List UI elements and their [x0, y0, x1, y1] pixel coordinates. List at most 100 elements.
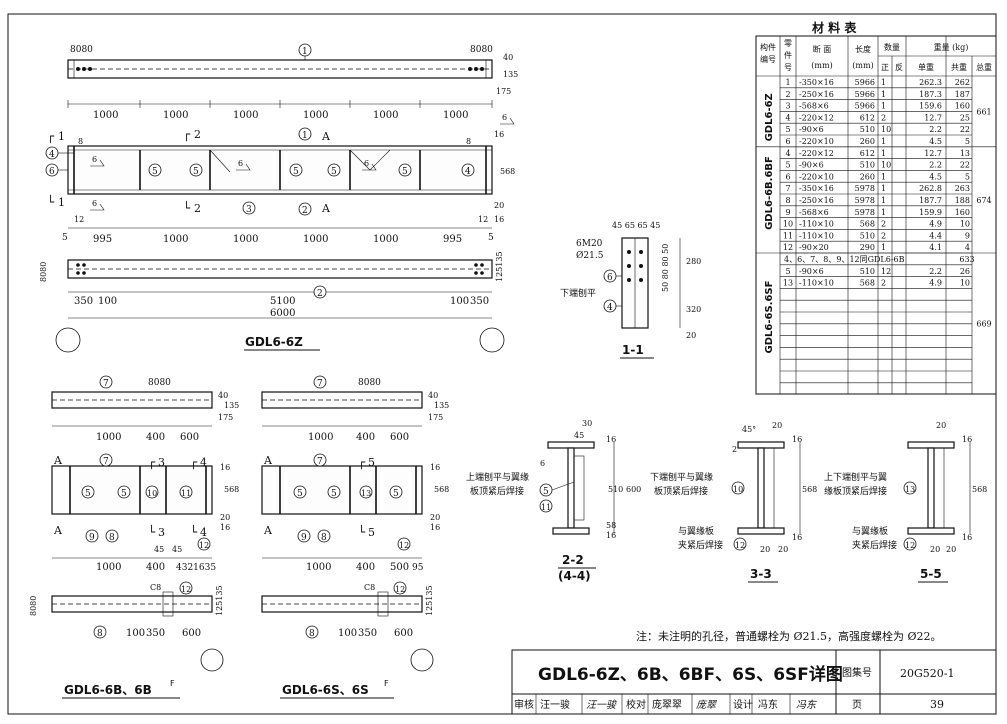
- dim-6000: 6000: [270, 308, 295, 319]
- dim-1000-c: 1000: [233, 110, 258, 121]
- svg-text:11: 11: [181, 489, 191, 498]
- cell-part-no: 9: [785, 208, 790, 217]
- cell-total-weight: 160: [955, 208, 970, 217]
- header-qty: 数量: [884, 42, 900, 52]
- svg-text:20: 20: [686, 331, 696, 340]
- dim-1000-f: 1000: [443, 110, 468, 121]
- svg-text:175: 175: [218, 413, 233, 422]
- header-part-no: 号: [784, 63, 792, 72]
- header-part-no: 件: [784, 50, 792, 60]
- svg-text:5: 5: [121, 489, 127, 499]
- header-unit-weight: 单重: [918, 62, 934, 72]
- svg-text:5: 5: [152, 167, 158, 177]
- cell-qty-pos: 1: [881, 137, 886, 146]
- svg-text:1000: 1000: [308, 432, 333, 443]
- svg-text:夹紧后焊接: 夹紧后焊接: [678, 539, 723, 551]
- svg-text:冯东: 冯东: [796, 699, 817, 711]
- cell-total-weight: 262: [955, 78, 970, 87]
- main-view-title: GDL6-6Z: [245, 335, 303, 349]
- svg-text:30: 30: [582, 419, 592, 428]
- svg-text:20: 20: [430, 513, 440, 522]
- header-qty-neg: 反: [895, 62, 903, 72]
- svg-text:16: 16: [494, 130, 504, 139]
- cell-length: 5978: [855, 208, 875, 217]
- drawing-title: GDL6-6Z、6B、6BF、6S、6SF详图: [538, 664, 843, 685]
- atlas-number: 20G520-1: [900, 667, 955, 680]
- svg-text:2: 2: [732, 445, 737, 454]
- section-1-1: 45 65 65 45 6M20 Ø21.5 6 下端刨平 4 280 50 8…: [560, 221, 701, 359]
- svg-text:16: 16: [606, 531, 616, 540]
- svg-text:12: 12: [395, 585, 405, 594]
- svg-text:45 65 65 45: 45 65 65 45: [612, 221, 660, 230]
- cell-unit-weight: 4.1: [929, 243, 942, 252]
- dim-8080-right: 8080: [470, 45, 493, 55]
- svg-text:6: 6: [540, 459, 545, 468]
- dim-1000-d: 1000: [303, 110, 328, 121]
- svg-text:板顶紧后焊接: 板顶紧后焊接: [470, 485, 524, 497]
- svg-text:9: 9: [89, 533, 95, 543]
- view-6s-title: GDL6-6S、6S: [282, 683, 369, 697]
- cell-length: 510: [860, 161, 875, 170]
- member-grand-weight: 669: [976, 320, 991, 329]
- svg-text:5: 5: [368, 526, 375, 539]
- svg-text:8: 8: [78, 137, 83, 146]
- hole-diameter-note: 注：未注明的孔径，普通螺栓为 Ø21.5，高强度螺栓为 Ø22。: [636, 629, 942, 643]
- svg-text:审核: 审核: [514, 698, 534, 711]
- cell-total-weight: 9: [965, 231, 970, 240]
- svg-text:8080: 8080: [358, 378, 381, 388]
- svg-text:5: 5: [62, 233, 68, 243]
- svg-text:1: 1: [58, 196, 65, 209]
- member-number: GDL6-6Z: [764, 93, 775, 141]
- svg-text:45: 45: [574, 431, 584, 440]
- svg-text:600: 600: [626, 485, 641, 494]
- cell-part-no: 5: [785, 161, 790, 170]
- svg-text:页: 页: [852, 699, 862, 711]
- svg-text:350: 350: [74, 296, 93, 307]
- svg-text:350: 350: [146, 628, 165, 639]
- cell-unit-weight: 4.9: [929, 220, 942, 229]
- svg-text:175: 175: [428, 413, 443, 422]
- svg-text:缘板顶紧后焊接: 缘板顶紧后焊接: [824, 485, 887, 497]
- weld-symbols: [90, 117, 515, 211]
- cell-section: -220×12: [799, 113, 834, 122]
- svg-text:1: 1: [302, 131, 308, 141]
- dim-1000-e: 1000: [373, 110, 398, 121]
- svg-text:100: 100: [126, 628, 145, 639]
- table-title: 材 料 表: [811, 20, 857, 35]
- svg-text:568: 568: [802, 485, 817, 494]
- dim-1000-b: 1000: [163, 110, 188, 121]
- cell-total-weight: 22: [960, 161, 970, 170]
- cut-2-top: ┌: [183, 127, 191, 141]
- cell-total-weight: 22: [960, 125, 970, 134]
- cell-qty-pos: 2: [881, 231, 886, 240]
- cell-part-no: 12: [783, 243, 793, 252]
- svg-text:┌: ┌: [148, 455, 156, 469]
- svg-text:350: 350: [470, 296, 489, 307]
- svg-text:40: 40: [428, 391, 438, 400]
- svg-text:6: 6: [92, 199, 97, 208]
- svg-text:20: 20: [772, 421, 782, 430]
- svg-text:995: 995: [443, 234, 462, 245]
- view-6b: 7 8080 40 135 175 1000 400 600 A A 7 5 5…: [29, 375, 239, 699]
- svg-text:5: 5: [393, 489, 399, 499]
- dim-40-top: 40: [503, 53, 513, 62]
- cell-qty-pos: 1: [881, 172, 886, 181]
- cell-unit-weight: 2.2: [929, 125, 942, 134]
- cell-total-weight: 25: [960, 113, 970, 122]
- svg-text:568: 568: [972, 485, 987, 494]
- cell-total-weight: 26: [960, 267, 970, 276]
- cell-qty-pos: 1: [881, 78, 886, 87]
- svg-text:12: 12: [181, 585, 191, 594]
- cell-unit-weight: 159.6: [919, 102, 942, 111]
- svg-text:16: 16: [962, 435, 972, 444]
- cell-qty-pos: 2: [881, 279, 886, 288]
- svg-text:20: 20: [936, 421, 946, 430]
- svg-text:2: 2: [302, 206, 308, 216]
- svg-text:6: 6: [364, 159, 369, 168]
- section-3-3: 45° 20 2 下端刨平与翼缘 板顶紧后焊接 10 与翼缘板 夹紧后焊接 12…: [650, 421, 817, 583]
- svg-text:A: A: [53, 524, 63, 537]
- cell-section: -220×10: [799, 172, 834, 181]
- svg-text:5: 5: [368, 456, 375, 469]
- cell-length: 510: [860, 267, 875, 276]
- cell-section: -90×20: [799, 243, 829, 252]
